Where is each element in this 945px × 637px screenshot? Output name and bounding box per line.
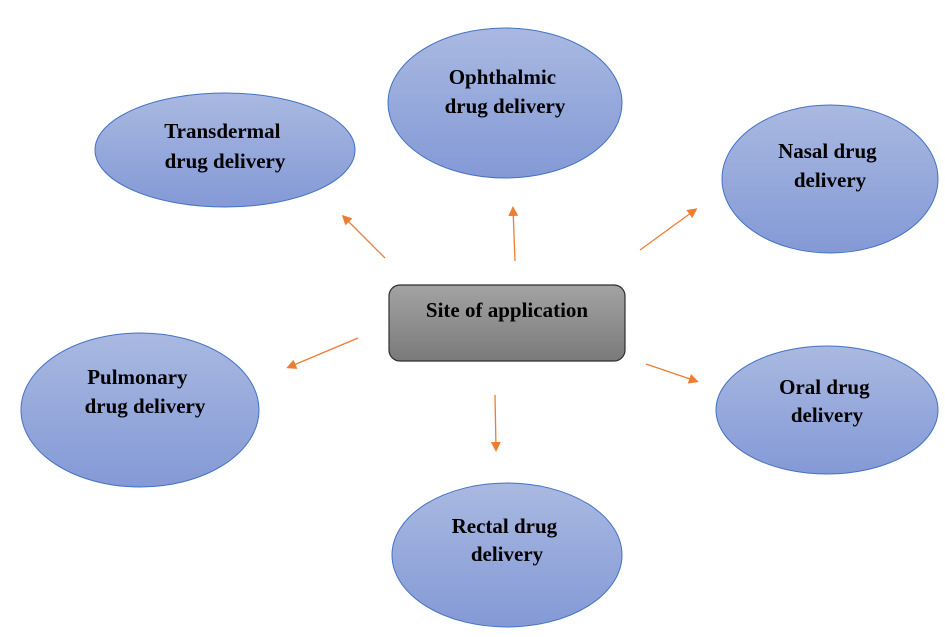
node-ellipse [721, 104, 939, 254]
arrow-to-ophthalmic [508, 206, 519, 262]
arrow-to-pulmonary [286, 337, 359, 369]
node-nasal: Nasal drug delivery [721, 104, 939, 254]
node-transdermal: Transdermal drug delivery [94, 92, 356, 208]
node-ophthalmic: Ophthalmic drug delivery [387, 27, 623, 179]
arrows [286, 206, 699, 452]
node-ellipse [94, 92, 356, 208]
node-label: Oral drug delivery [779, 375, 875, 427]
node-label: Ophthalmic drug delivery [445, 65, 566, 118]
arrow-to-oral [645, 363, 699, 384]
node-ellipse [20, 332, 260, 488]
node-oral: Oral drug delivery [715, 345, 939, 475]
node-label: Pulmonary drug delivery [85, 365, 206, 418]
node-label: Transdermal drug delivery [164, 119, 286, 173]
node-label: Rectal drug delivery [452, 514, 563, 566]
node-label: Nasal drug delivery [778, 139, 882, 192]
node-ellipse [391, 482, 623, 628]
node-ellipse [715, 345, 939, 475]
node-pulmonary: Pulmonary drug delivery [20, 332, 260, 488]
arrow-to-rectal [490, 394, 501, 452]
center-box [388, 284, 626, 362]
center-label: Site of application [426, 298, 588, 322]
node-rectal: Rectal drug delivery [391, 482, 623, 628]
center-node: Site of application [388, 284, 626, 362]
arrow-to-nasal [639, 208, 698, 251]
arrow-to-transdermal [341, 214, 386, 259]
node-ellipse [387, 27, 623, 179]
